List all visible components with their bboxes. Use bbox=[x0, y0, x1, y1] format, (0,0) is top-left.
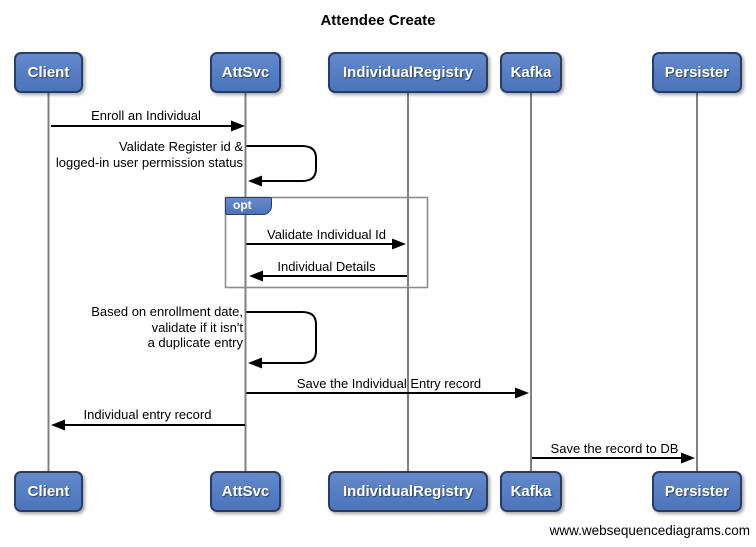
arrow-save-individual-entry-record bbox=[246, 387, 529, 399]
arrow-enroll-an-individual bbox=[51, 120, 245, 132]
opt-fragment-label: opt bbox=[225, 197, 272, 215]
participant-persister-top: Persister bbox=[652, 52, 742, 93]
participant-attsvc-bottom: AttSvc bbox=[210, 471, 281, 512]
message-label-validate-individual-id: Validate Individual Id bbox=[266, 227, 386, 242]
arrow-save-record-to-db bbox=[532, 452, 695, 464]
self-arrow-duplicate-check bbox=[246, 311, 317, 369]
participant-kafka-top: Kafka bbox=[500, 52, 562, 93]
participant-kafka-bottom: Kafka bbox=[500, 471, 562, 512]
watermark-websequencediagrams: www.websequencediagrams.com bbox=[549, 523, 750, 538]
message-label-validate-register-id: Validate Register id & logged-in user pe… bbox=[55, 139, 243, 170]
message-label-save-individual-entry-record: Save the Individual Entry record bbox=[296, 376, 482, 391]
participant-persister-bottom: Persister bbox=[652, 471, 742, 512]
participant-client-bottom: Client bbox=[14, 471, 83, 512]
message-label-enroll-an-individual: Enroll an Individual bbox=[91, 108, 201, 123]
diagram-title: Attendee Create bbox=[320, 12, 436, 29]
arrow-individual-details bbox=[249, 270, 407, 282]
participant-attsvc-top: AttSvc bbox=[210, 52, 281, 93]
message-label-individual-entry-record: Individual entry record bbox=[83, 407, 212, 422]
participant-individualregistry-top: IndividualRegistry bbox=[328, 52, 488, 93]
message-label-individual-details: Individual Details bbox=[277, 259, 376, 274]
message-label-save-record-to-db: Save the record to DB bbox=[550, 441, 679, 456]
arrow-individual-entry-record bbox=[51, 419, 245, 431]
arrow-validate-individual-id bbox=[246, 238, 406, 250]
participant-individualregistry-bottom: IndividualRegistry bbox=[328, 471, 488, 512]
message-label-duplicate-check: Based on enrollment date, validate if it… bbox=[91, 304, 243, 350]
participant-client-top: Client bbox=[14, 52, 83, 93]
self-arrow-validate-register-id bbox=[246, 145, 317, 187]
opt-fragment-frame bbox=[224, 196, 429, 289]
